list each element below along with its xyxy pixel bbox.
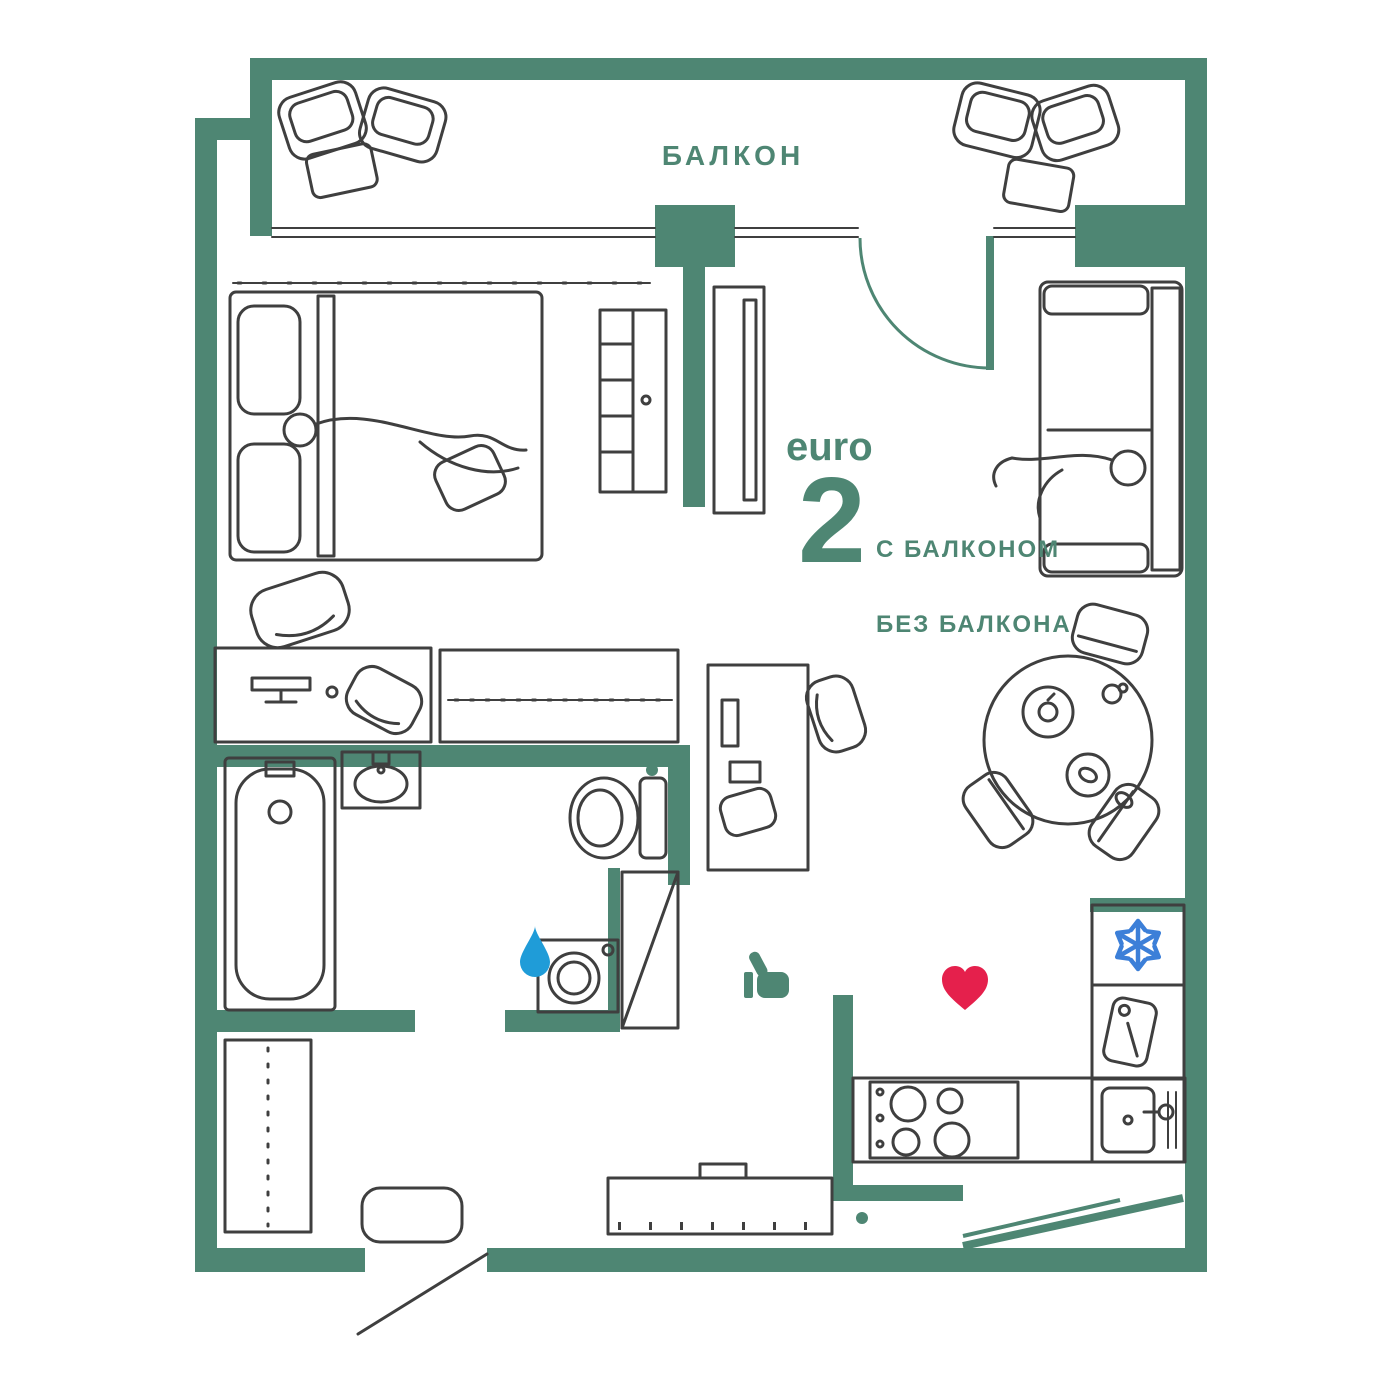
wall-bottom-right bbox=[487, 1248, 1207, 1272]
lounge-chair bbox=[358, 86, 448, 164]
balcony-door-swing-arc bbox=[858, 237, 991, 370]
bathroom-door bbox=[620, 870, 680, 1030]
water-drop-icon bbox=[520, 926, 550, 977]
wall-kitchen-vertical bbox=[833, 995, 853, 1195]
hall-pouf bbox=[360, 1186, 464, 1244]
sideboard bbox=[606, 1162, 834, 1236]
balcony-lounge-right bbox=[952, 81, 1121, 214]
balcony-lounge-left bbox=[277, 80, 448, 200]
washing-machine bbox=[536, 938, 620, 1014]
stool bbox=[718, 786, 778, 838]
dining-chair bbox=[1070, 602, 1150, 666]
balcony-table bbox=[304, 142, 379, 200]
wall-bedroom-living bbox=[683, 267, 705, 507]
stove bbox=[868, 1080, 1020, 1160]
balcony-label: БАЛКОН bbox=[662, 140, 804, 171]
bedroom-wardrobe bbox=[598, 308, 668, 494]
person-sitting bbox=[992, 449, 1147, 520]
heart-icon bbox=[942, 966, 988, 1010]
wall-bathroom-top bbox=[215, 745, 690, 767]
apartment-number: 2 bbox=[798, 452, 866, 588]
lounge-chair bbox=[952, 81, 1042, 160]
wall-bathroom-bottom-left bbox=[215, 1010, 415, 1032]
wall-outer-right bbox=[1185, 58, 1207, 1272]
toilet bbox=[568, 776, 668, 860]
open-closet-hangers bbox=[438, 648, 680, 744]
wall-dot-toilet bbox=[646, 764, 658, 776]
wall-pier-top-right bbox=[1075, 205, 1185, 267]
lounge-chair bbox=[277, 80, 368, 161]
wall-bathroom-right bbox=[668, 745, 690, 885]
window-living-left bbox=[734, 227, 859, 238]
wall-balcony-left bbox=[250, 58, 272, 236]
bathtub bbox=[223, 756, 337, 1012]
walls bbox=[195, 58, 1207, 1272]
wall-pier-top-center bbox=[655, 205, 735, 267]
fridge bbox=[1090, 903, 1186, 987]
with-balcony-label: С БАЛКОНОМ bbox=[876, 536, 1060, 563]
wall-bottom-left bbox=[195, 1248, 365, 1272]
shoe-rack bbox=[223, 1038, 313, 1234]
person-lying bbox=[282, 412, 528, 474]
wall-balcony-top bbox=[250, 58, 1190, 80]
thumbs-up-icon bbox=[744, 951, 789, 998]
wall-bathroom-bottom-right bbox=[505, 1010, 620, 1032]
wall-kitchen-horizontal bbox=[833, 1185, 963, 1201]
cutting-board-icon bbox=[1102, 996, 1158, 1068]
entry-door-leaf bbox=[356, 1252, 489, 1336]
desk-middle bbox=[706, 663, 810, 872]
bathroom-sink bbox=[340, 750, 422, 810]
kitchen-sink bbox=[1090, 1076, 1186, 1164]
office-chair bbox=[804, 674, 868, 754]
lounge-chair bbox=[1030, 83, 1121, 163]
tv-unit bbox=[712, 285, 766, 515]
window-bedroom bbox=[271, 227, 656, 238]
without-balcony-label: БЕЗ БАЛКОНА bbox=[876, 611, 1072, 638]
wall-outer-left bbox=[195, 118, 217, 1272]
kitchen-corner-glazing bbox=[962, 1194, 1184, 1250]
window-living-right bbox=[993, 227, 1076, 238]
desk-chair bbox=[249, 570, 351, 650]
euro-label: euro bbox=[786, 425, 873, 469]
kitchen-corner-glazing-2 bbox=[962, 1198, 1121, 1238]
desk-left bbox=[213, 646, 433, 744]
bed bbox=[228, 290, 544, 562]
snowflake-icon bbox=[1114, 918, 1162, 972]
dining-chair bbox=[1087, 782, 1161, 862]
windows bbox=[271, 227, 1184, 1250]
wall-top-left-step bbox=[195, 118, 272, 140]
dining-table bbox=[982, 654, 1154, 826]
sofa bbox=[992, 280, 1184, 578]
dining-chair bbox=[961, 770, 1035, 850]
wall-dot-kitchen bbox=[856, 1212, 868, 1224]
balcony-table bbox=[1002, 157, 1076, 214]
office-chair bbox=[344, 664, 424, 736]
balcony-door-leaf bbox=[986, 236, 994, 370]
